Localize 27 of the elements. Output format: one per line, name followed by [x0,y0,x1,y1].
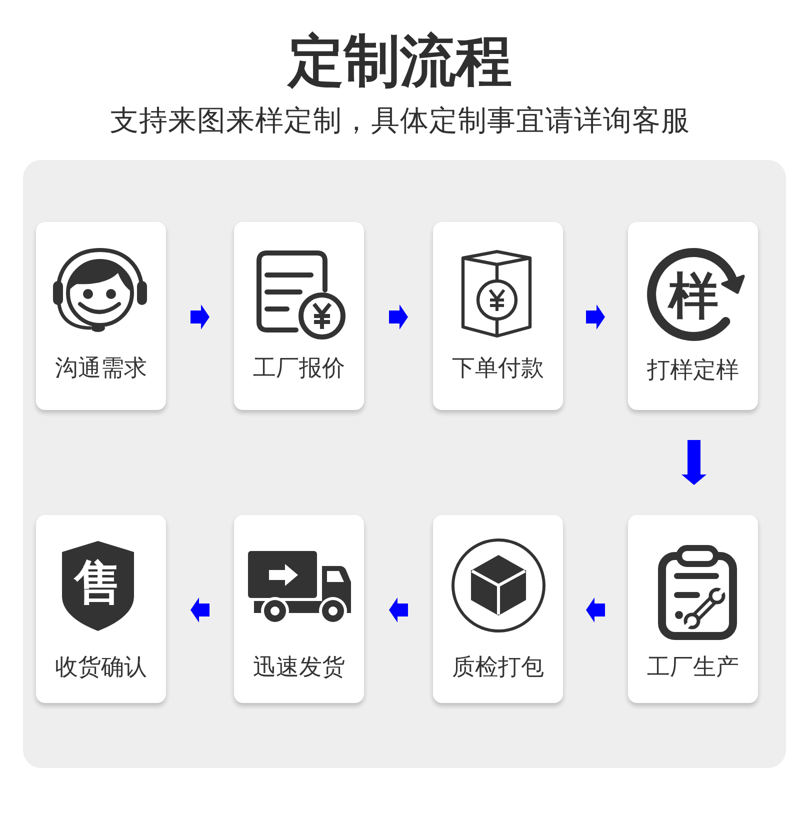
step-card [628,515,758,703]
arrow [586,598,605,622]
step-label: 打样定样 [647,358,739,384]
subtitle: 支持来图来样定制，具体定制事宜请详询客服 [110,105,690,138]
arrow [190,304,210,330]
step-label: 质检打包 [452,654,544,680]
step-card [433,222,563,410]
title: 定制流程 [288,30,512,94]
step-card [234,515,364,703]
icon-character: 售 [74,559,122,607]
step-label: 迅速发货 [253,654,345,680]
step-label: 工厂生产 [647,654,739,680]
arrow [389,598,408,622]
arrow [682,440,706,485]
step-label: 沟通需求 [55,356,147,382]
arrow [190,598,210,622]
step-card [36,222,166,410]
arrow [586,304,605,330]
arrow [389,304,408,330]
step-label: 工厂报价 [253,356,345,382]
step-label: 下单付款 [452,356,544,382]
step-card [234,222,364,410]
step-card [433,515,563,703]
step-card [36,515,166,703]
icon-character: 样 [668,271,718,321]
step-card [628,222,758,410]
step-label: 收货确认 [55,654,147,680]
